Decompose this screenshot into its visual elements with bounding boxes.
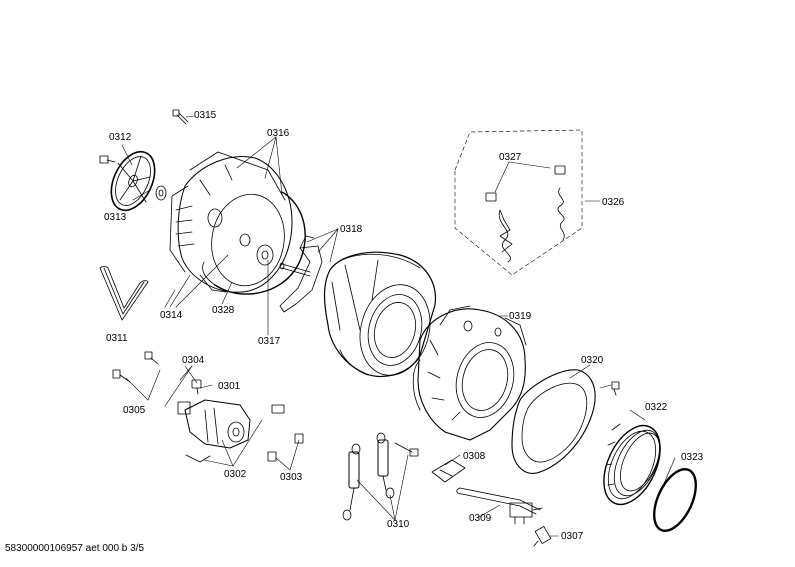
part-label-0307: 0307 <box>561 531 584 542</box>
part-label-0327: 0327 <box>499 152 522 163</box>
part-label-0322: 0322 <box>645 402 668 413</box>
part-label-0312: 0312 <box>109 132 132 143</box>
part-label-0320: 0320 <box>581 355 604 366</box>
bracket-0308 <box>431 459 466 483</box>
front-tub-0319 <box>412 305 527 441</box>
bolt-0312 <box>99 155 116 164</box>
part-label-0301: 0301 <box>218 381 241 392</box>
part-label-0316: 0316 <box>267 128 290 139</box>
document-footer: 58300000106957 aet 000 b 3/5 <box>5 543 145 554</box>
clamp-ring-0323 <box>653 468 697 532</box>
part-label-0318: 0318 <box>340 224 363 235</box>
part-label-0326: 0326 <box>602 197 625 208</box>
part-label-0304: 0304 <box>182 355 205 366</box>
part-label-0308: 0308 <box>463 451 486 462</box>
part-label-0314: 0314 <box>160 310 183 321</box>
part-label-0309: 0309 <box>469 513 492 524</box>
seal-ring-0328 <box>202 191 306 295</box>
washer-0314 <box>155 185 167 201</box>
part-label-0313: 0313 <box>104 212 127 223</box>
sensor-0307 <box>533 526 552 547</box>
pulley-0313 <box>110 150 156 212</box>
drum <box>323 251 437 378</box>
part-label-0323: 0323 <box>681 452 704 463</box>
drum-spider-0318 <box>279 235 323 313</box>
rear-tub-0316 <box>169 151 293 293</box>
part-label-0328: 0328 <box>212 305 235 316</box>
door-seal-0322 <box>603 423 661 506</box>
screw-0315 <box>172 109 189 125</box>
part-label-0305: 0305 <box>123 405 146 416</box>
leader-lines <box>121 115 676 537</box>
bolts-0304-0305 <box>112 351 202 395</box>
heater-0309 <box>456 487 543 525</box>
part-label-0319: 0319 <box>509 311 532 322</box>
pump-0302 <box>177 399 285 463</box>
belt-0311 <box>99 266 149 321</box>
part-label-0310: 0310 <box>387 519 410 530</box>
spring-kit-0326 <box>454 129 583 276</box>
shock-absorbers-0310 <box>342 432 419 521</box>
part-label-0302: 0302 <box>224 469 247 480</box>
part-label-0315: 0315 <box>194 110 217 121</box>
front-weight-0320 <box>511 369 620 474</box>
part-label-0303: 0303 <box>280 472 303 483</box>
part-label-0311: 0311 <box>106 333 128 344</box>
part-label-0317: 0317 <box>258 336 281 347</box>
fixings-0303 <box>267 433 304 462</box>
